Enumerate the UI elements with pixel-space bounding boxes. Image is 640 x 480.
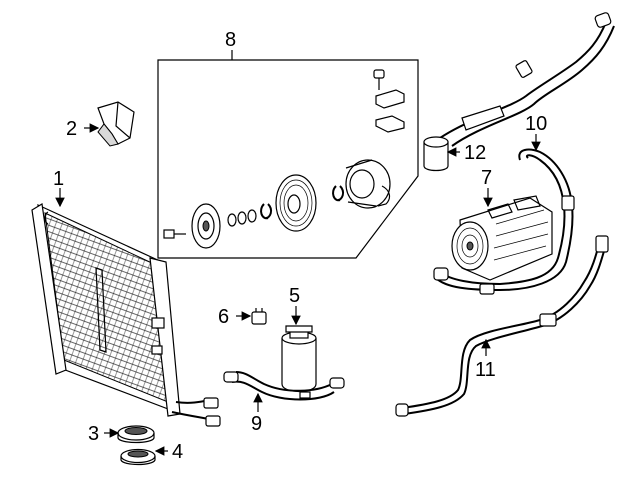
discharge-hose bbox=[433, 148, 575, 295]
clutch-kit bbox=[157, 59, 419, 259]
callout-12: 12 bbox=[464, 142, 486, 164]
suction-hose bbox=[423, 12, 615, 172]
callout-3: 3 bbox=[88, 423, 99, 445]
callout-4: 4 bbox=[172, 441, 183, 463]
pressure-switch bbox=[251, 308, 267, 325]
bracket bbox=[97, 101, 135, 147]
condenser bbox=[31, 203, 221, 427]
callout-9: 9 bbox=[251, 413, 262, 435]
callout-labels: 1 2 3 4 5 6 7 8 9 10 11 12 bbox=[53, 29, 547, 463]
grommet-lower bbox=[120, 448, 156, 466]
callout-2: 2 bbox=[66, 118, 77, 140]
callout-6: 6 bbox=[218, 306, 229, 328]
callout-1: 1 bbox=[53, 168, 64, 190]
callout-11: 11 bbox=[475, 359, 496, 381]
compressor bbox=[451, 195, 553, 281]
callout-8: 8 bbox=[225, 29, 236, 51]
receiver-drier bbox=[281, 325, 317, 393]
callout-7: 7 bbox=[481, 167, 492, 189]
callout-10: 10 bbox=[525, 113, 547, 135]
long-line bbox=[395, 235, 609, 417]
liquid-line bbox=[223, 371, 345, 401]
callout-5: 5 bbox=[289, 285, 300, 307]
grommet-upper bbox=[117, 425, 155, 444]
leader-lines bbox=[55, 50, 541, 456]
